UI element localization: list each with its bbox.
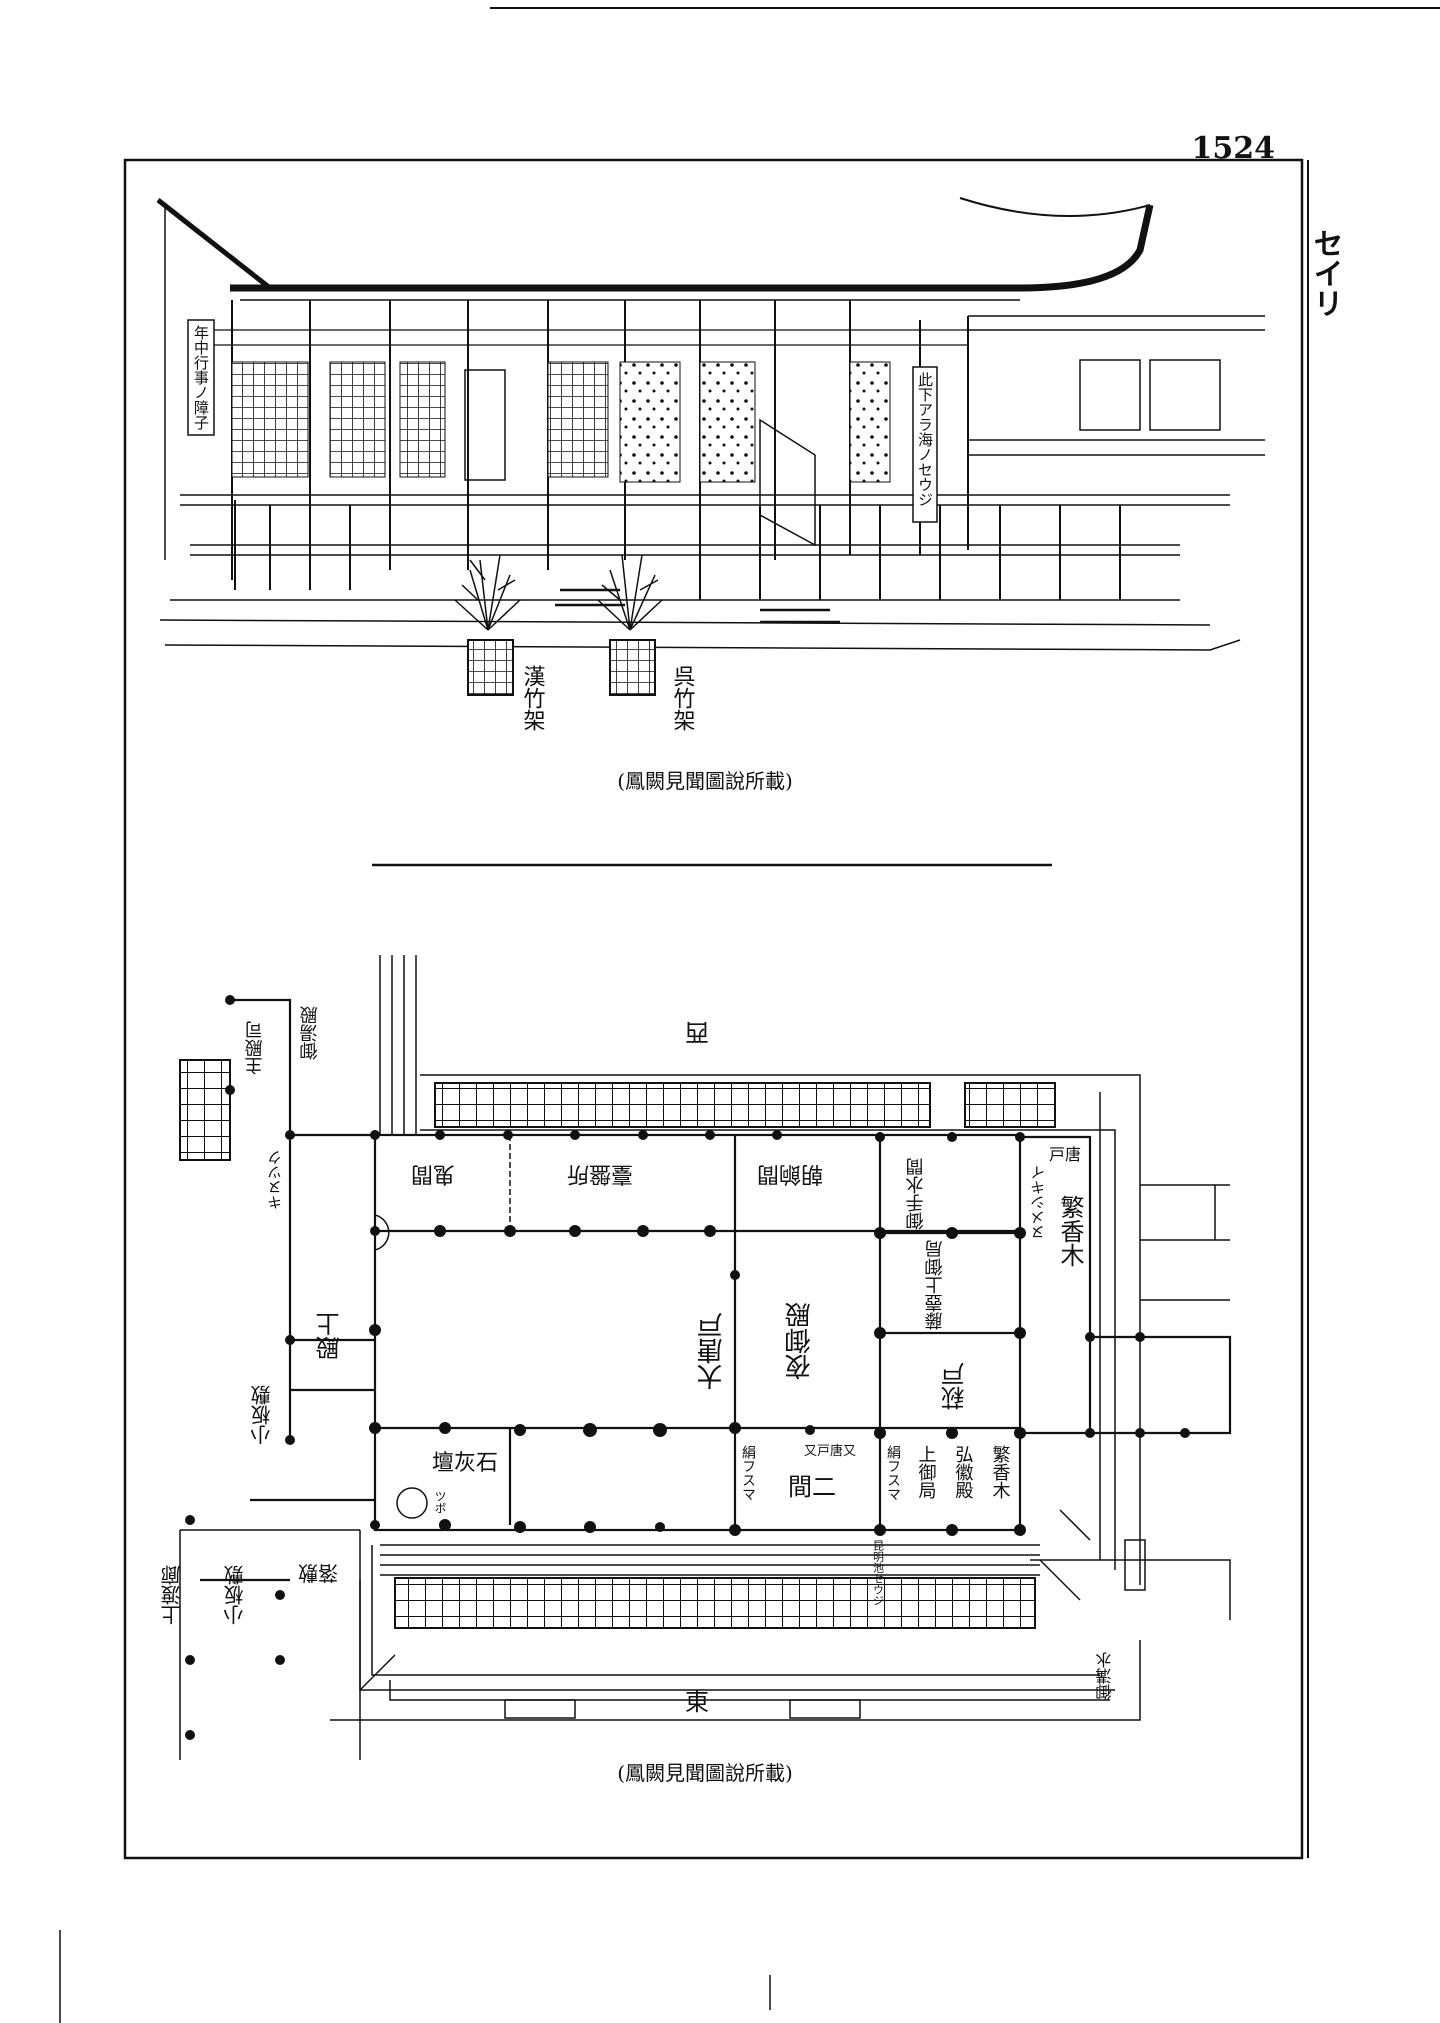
label-hankoboku-2: 繁香木	[990, 1445, 1011, 1499]
plan-figure-caption: (鳳闕見聞圖說所載)	[617, 1761, 793, 1785]
label-tsubo: ツボ	[433, 1490, 447, 1514]
label-nuresikii: ヌメシキイ	[1029, 1165, 1047, 1240]
label-araumi-screen: 此下アラ海ノセウジ	[916, 372, 934, 507]
room-fujitsubo: 藤壺上御局	[925, 1239, 946, 1330]
label-karado: 唐戸	[1049, 1145, 1081, 1164]
label-ookarado: 大唐戸	[697, 1312, 727, 1390]
room-kami-watadono: 上渡廊	[160, 1565, 184, 1625]
room-rakuita: 落敷	[298, 1561, 338, 1585]
page-number: 1524	[1192, 131, 1276, 166]
label-kawatake-planter: 漢竹架	[520, 665, 546, 731]
label-nenchu-gyoji-screen: 年中行事ノ障子	[192, 325, 210, 430]
room-hagi-no-to: 萩戸	[941, 1362, 969, 1410]
room-oni-no-ma: 鬼間	[411, 1161, 455, 1186]
label-kinu-fusuma-2: 絹フスマ	[885, 1445, 901, 1501]
room-koitajiki-2: 小板敷	[223, 1565, 247, 1625]
room-daibandokoro: 臺盤所	[567, 1161, 633, 1186]
palace-perspective-drawing: 年中行事ノ障子 此下アラ海ノセウジ 呉竹架 漢竹架	[156, 197, 1265, 731]
room-ue-no-mitsubone: 上御局	[916, 1445, 937, 1500]
seiryoden-floor-plan: 西 東 鬼間 臺盤所 朝餉間 御手水間 夜御殿 大唐戸 藤壺上御局 萩戸 ヌメシ…	[160, 955, 1232, 1760]
label-mikawamizu: 御溝水	[1096, 1652, 1115, 1700]
room-ochozu: 御手水間	[906, 1157, 927, 1230]
pillar-markers	[185, 995, 1190, 1740]
label-konmeichi: 昆明池セウジ	[872, 1540, 885, 1606]
top-figure-caption: (鳳闕見聞圖說所載)	[617, 769, 793, 793]
room-asagarei: 朝餉間	[757, 1161, 823, 1186]
sekkaidan-circle	[396, 1487, 428, 1519]
kawatake-planter	[597, 554, 663, 696]
label-hankoboku-1: 繁香木	[1056, 1195, 1084, 1267]
direction-east: 東	[685, 1688, 709, 1716]
room-sekkaidan: 石灰壇	[432, 1451, 498, 1476]
room-tonomorizukasa: 主殿司	[245, 1021, 266, 1075]
kuretake-planter	[454, 554, 521, 696]
room-kokiden: 弘徽殿	[953, 1445, 974, 1499]
direction-west: 西	[685, 1018, 709, 1046]
side-heading: セイリ	[1308, 228, 1343, 318]
page-frame	[59, 7, 1440, 2023]
room-yoru-no-otodo: 夜御殿	[785, 1302, 815, 1380]
room-oyudono: 御湯殿	[300, 1006, 321, 1060]
room-koitajiki-1: 小板敷	[250, 1385, 274, 1445]
room-futama: 二間	[788, 1473, 836, 1501]
label-karado-2: 又唐戸又	[804, 1443, 856, 1459]
label-kinu-fusuma-1: 絹フスマ	[740, 1445, 756, 1501]
label-kuretake-planter: 呉竹架	[670, 665, 696, 731]
label-kisaki: キヌツク	[266, 1150, 284, 1210]
room-tenjo: 殿上	[316, 1312, 344, 1360]
